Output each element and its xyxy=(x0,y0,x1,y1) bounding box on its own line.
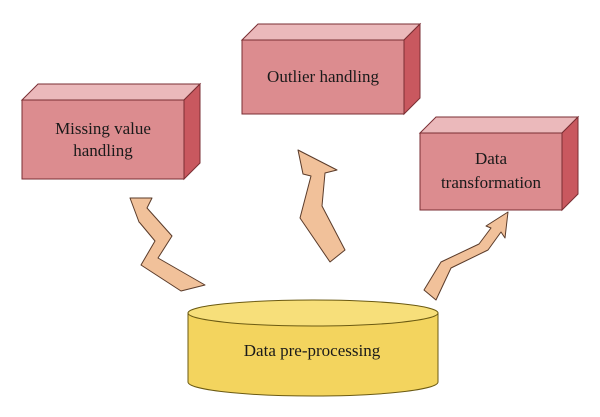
box-data-transformation: Data transformation xyxy=(418,115,580,212)
box-outlier-label: Outlier handling xyxy=(267,67,379,86)
box-transform-label-line1: Data xyxy=(475,149,508,168)
box-outlier-front xyxy=(241,39,405,115)
box-transform-front xyxy=(419,132,563,211)
box-outlier-top xyxy=(240,23,422,41)
arrow-to-missing-value-handling xyxy=(129,197,206,292)
box-transform-top xyxy=(418,116,580,134)
cylinder-body xyxy=(187,312,439,397)
box-missing-front xyxy=(21,99,185,180)
box-transform-label-line2: transformation xyxy=(441,173,542,192)
box-missing-label-line2: handling xyxy=(73,141,133,160)
cylinder-data-pre-processing: Data pre-processing xyxy=(187,299,439,397)
box-missing-side xyxy=(183,82,201,181)
cylinder-label: Data pre-processing xyxy=(244,341,381,360)
arrow-to-outlier-handling xyxy=(297,149,346,263)
box-missing-top xyxy=(20,83,202,101)
box-missing-label-line1: Missing value xyxy=(55,119,151,138)
cylinder-top xyxy=(187,299,439,327)
box-outlier-side xyxy=(403,22,421,116)
box-missing-value-handling: Missing value handling xyxy=(20,82,202,181)
arrow-to-data-transformation xyxy=(423,211,509,301)
box-transform-side xyxy=(561,115,579,212)
box-outlier-handling: Outlier handling xyxy=(240,22,422,116)
